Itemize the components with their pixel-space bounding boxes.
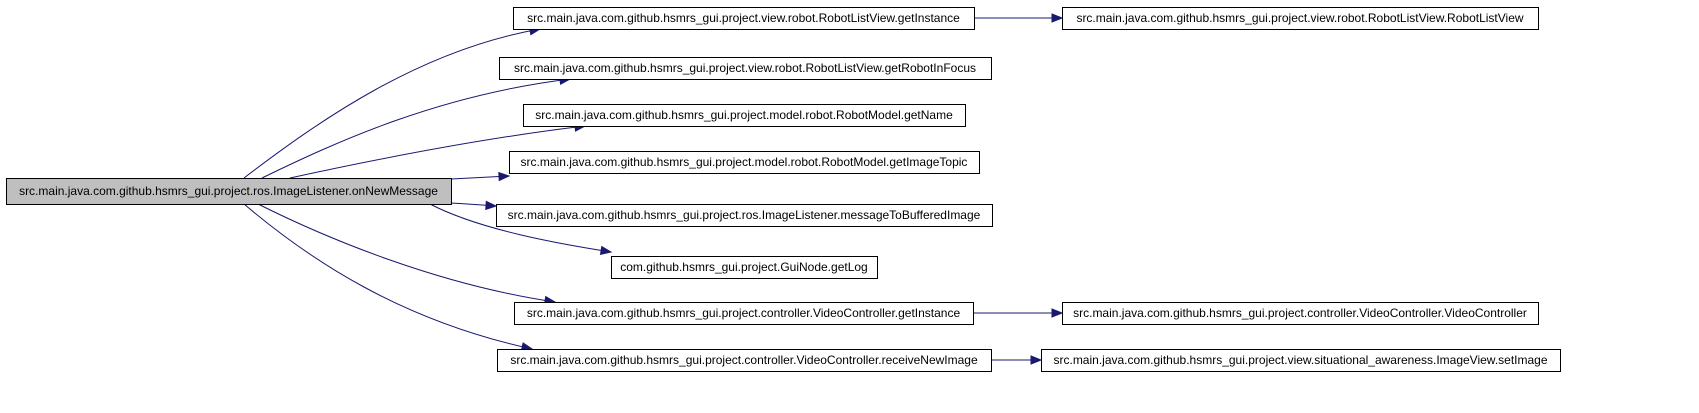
edge-root-n3 [289,125,586,179]
function-node-n1[interactable]: src.main.java.com.github.hsmrs_gui.proje… [513,7,975,30]
root-function-node[interactable]: src.main.java.com.github.hsmrs_gui.proje… [6,178,452,205]
node-box [1062,302,1539,325]
nodes-layer: src.main.java.com.github.hsmrs_gui.proje… [6,7,1561,372]
arrowhead-root-n4 [498,171,511,182]
edge-root-n1 [243,28,541,179]
node-box [513,7,975,30]
node-box [1062,7,1539,30]
arrowhead-n1-n1a [1051,13,1064,23]
arrowhead-root-n5 [485,200,498,211]
node-box [497,349,992,372]
node-label: src.main.java.com.github.hsmrs_gui.proje… [527,11,960,25]
function-node-n5[interactable]: src.main.java.com.github.hsmrs_gui.proje… [496,204,993,227]
node-label: src.main.java.com.github.hsmrs_gui.proje… [510,353,978,367]
node-label: src.main.java.com.github.hsmrs_gui.proje… [1073,306,1527,320]
node-box [611,256,878,279]
function-node-n6[interactable]: com.github.hsmrs_gui.project.GuiNode.get… [611,256,878,279]
node-box [496,204,993,227]
node-box [514,302,974,325]
node-label: src.main.java.com.github.hsmrs_gui.proje… [1076,11,1523,25]
node-label: src.main.java.com.github.hsmrs_gui.proje… [527,306,961,320]
edge-root-n2 [261,78,571,179]
node-label: src.main.java.com.github.hsmrs_gui.proje… [1053,353,1547,367]
function-node-n2[interactable]: src.main.java.com.github.hsmrs_gui.proje… [499,57,992,80]
arrowhead-root-n6 [599,245,613,256]
function-node-n8[interactable]: src.main.java.com.github.hsmrs_gui.proje… [497,349,992,372]
function-node-n3[interactable]: src.main.java.com.github.hsmrs_gui.proje… [523,104,966,127]
node-label: com.github.hsmrs_gui.project.GuiNode.get… [620,260,867,274]
edge-root-n7 [257,203,556,303]
arrowhead-n8-n8a [1030,355,1043,365]
node-label: src.main.java.com.github.hsmrs_gui.proje… [521,155,968,169]
function-node-n4[interactable]: src.main.java.com.github.hsmrs_gui.proje… [509,151,980,174]
node-box [499,57,992,80]
node-box [1041,349,1561,372]
node-label: src.main.java.com.github.hsmrs_gui.proje… [535,108,953,122]
node-label: src.main.java.com.github.hsmrs_gui.proje… [514,61,976,75]
edges-layer [243,13,1064,365]
function-node-n8a[interactable]: src.main.java.com.github.hsmrs_gui.proje… [1041,349,1561,372]
function-node-n7a[interactable]: src.main.java.com.github.hsmrs_gui.proje… [1062,302,1539,325]
function-node-n7[interactable]: src.main.java.com.github.hsmrs_gui.proje… [514,302,974,325]
node-label: src.main.java.com.github.hsmrs_gui.proje… [508,208,981,222]
node-box [523,104,966,127]
function-node-n1a[interactable]: src.main.java.com.github.hsmrs_gui.proje… [1062,7,1539,30]
node-box [6,178,452,205]
edge-root-n6 [429,203,612,253]
node-label: src.main.java.com.github.hsmrs_gui.proje… [19,184,438,198]
node-box [509,151,980,174]
arrowhead-n7-n7a [1051,308,1064,318]
edge-root-n8 [243,203,533,350]
